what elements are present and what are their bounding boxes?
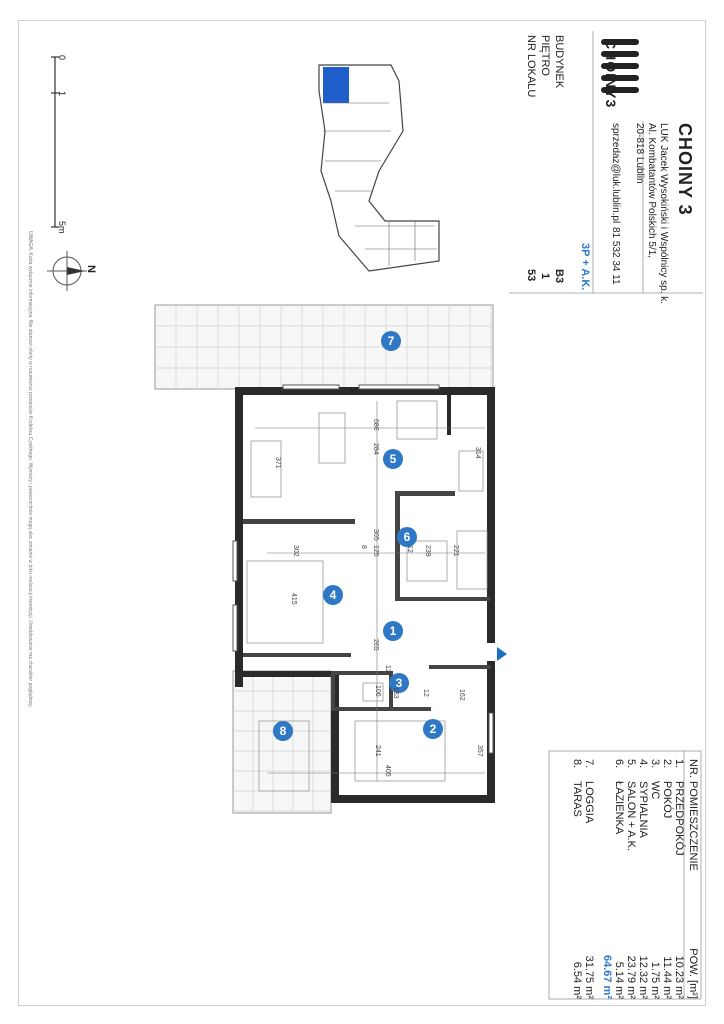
room-badge-5: 5 [383, 449, 403, 469]
scale-label-5: 5m [57, 221, 67, 234]
rooms-table-header-nr: NR. [687, 759, 699, 778]
company-phone: 81 532 34 11 [610, 227, 621, 285]
room-name: SALON + A.K. [625, 781, 637, 852]
room-badge-1: 1 [383, 621, 403, 641]
room-area: 31.75 m² [583, 955, 595, 999]
dimension-label: 12 [384, 665, 391, 673]
dimension-label: 241 [374, 745, 381, 757]
room-row: 8. TARAS 6.54 m² [571, 759, 583, 999]
rooms-table-frame [548, 750, 702, 1000]
room-name: POKÓJ [661, 781, 673, 819]
room-row: 1. PRZEDPOKÓJ 10.23 m² [673, 759, 685, 999]
unit-field-label-number: NR LOKALU [525, 35, 537, 98]
room-nr: 1. [673, 759, 685, 769]
footer-disclaimer: UWAGA: Karta wyłącznie informacyjna. Nie… [27, 231, 33, 708]
room-nr: 4. [637, 759, 649, 769]
compass-icon [47, 251, 87, 291]
dimension-label: 371 [274, 457, 281, 469]
plan-sheet: CHOINY 3 LUK Jacek Wysokiński i Wspólnic… [18, 20, 706, 1006]
unit-field-label-floor: PIĘTRO [539, 35, 551, 76]
dimension-label: 239 [424, 545, 431, 557]
room-name: LOGGIA [583, 781, 595, 824]
rooms-table: NR. POMIESZCZENIE POW. [m²] 1. PRZEDPOKÓJ… [571, 759, 699, 999]
room-row: 5. SALON + A.K. 23.79 m² [625, 759, 637, 999]
room-badge-3: 3 [389, 673, 409, 693]
company-address-1: Al. Kombatantów Polskich 5/1, [646, 123, 657, 259]
room-area: 10.23 m² [673, 955, 685, 999]
loggia-area [154, 304, 494, 390]
rooms-table-header-area: POW. [m²] [687, 948, 699, 999]
floor-plan [47, 31, 703, 1000]
logo-text: CHOINY3 [603, 39, 619, 109]
room-area: 5.14 m² [613, 961, 625, 999]
dimension-label: 405 [384, 765, 391, 777]
room-name: ŁAZIENKA [613, 781, 625, 835]
rooms-table-header-name: POMIESZCZENIE [687, 781, 699, 871]
building-minimap [318, 64, 440, 272]
company-email: sprzedaz@luk.lublin.pl [610, 123, 621, 224]
info-block-lines [509, 31, 703, 294]
room-name: WC [649, 781, 661, 800]
dimension-label: 284 [372, 443, 379, 455]
room-badge-8: 8 [273, 721, 293, 741]
dimension-label: 125 [372, 545, 379, 557]
room-nr: 5. [625, 759, 637, 769]
room-badge-7: 7 [381, 331, 401, 351]
logo-icon [601, 39, 639, 93]
dimension-label: 162 [458, 689, 465, 701]
dimension-label: 183 [392, 687, 399, 699]
dimension-label: 221 [452, 545, 459, 557]
dimension-label: 106 [374, 685, 381, 697]
room-nr: 8. [571, 759, 583, 769]
unit-field-value-number: 53 [525, 269, 537, 282]
unit-type-label: 3P + A.K. [579, 243, 591, 291]
dimension-label: 265 [372, 639, 379, 651]
room-nr: 2. [661, 759, 673, 769]
unit-field-value-floor: 1 [539, 273, 551, 280]
room-name: SYPIALNIA [637, 781, 649, 838]
unit-field-label-building: BUDYNEK [553, 35, 565, 89]
company-name: LUK Jacek Wysokiński i Wspólnicy sp. k. [658, 123, 669, 305]
entrance-marker-icon [497, 647, 507, 661]
dimension-label: 302 [292, 545, 299, 557]
scale-bar [51, 56, 59, 228]
room-nr: 7. [583, 759, 595, 769]
room-nr: 6. [613, 759, 625, 769]
room-area: 12.32 m² [637, 955, 649, 999]
room-badge-2: 2 [423, 719, 443, 739]
room-name: TARAS [571, 781, 583, 817]
dimension-label: 686 [372, 419, 379, 431]
unit-field-value-building: B3 [553, 269, 565, 284]
room-name: PRZEDPOKÓJ [673, 781, 685, 856]
room-row: 4. SYPIALNIA 12.32 m² [637, 759, 649, 999]
taras-area [232, 670, 332, 814]
project-title: CHOINY 3 [675, 123, 695, 216]
room-badge-4: 4 [323, 585, 343, 605]
inner-walls [243, 491, 491, 711]
room-row: 2. POKÓJ 11.44 m² [661, 759, 673, 999]
company-address-2: 20-818 Lublin [634, 123, 645, 184]
scale-label-0: 0 [57, 55, 67, 61]
dimension-label: 314 [474, 447, 481, 459]
scale-label-1: 1 [57, 91, 67, 97]
dimension-label: 305 [372, 529, 379, 541]
windows [232, 384, 494, 754]
rooms-table-total: 64.67 m² [601, 954, 613, 999]
room-nr: 3. [649, 759, 661, 769]
dimension-label: 357 [476, 745, 483, 757]
dimension-label: 415 [290, 593, 297, 605]
compass-north-label: N [85, 265, 97, 273]
room-row: 7. LOGGIA 31.75 m² [583, 759, 595, 999]
dimension-label: 12 [422, 689, 429, 697]
room-row: 3. WC 1.75 m² [649, 759, 661, 999]
room-area: 23.79 m² [625, 955, 637, 999]
dimension-lines [255, 401, 485, 781]
room-badge-6: 6 [397, 527, 417, 547]
room-area: 11.44 m² [661, 956, 673, 999]
room-area: 6.54 m² [571, 961, 583, 999]
dimension-label: 12 [406, 545, 413, 553]
dimension-label: 8 [360, 545, 367, 549]
room-row: 6. ŁAZIENKA 5.14 m² [613, 759, 625, 999]
room-area: 1.75 m² [649, 961, 661, 999]
